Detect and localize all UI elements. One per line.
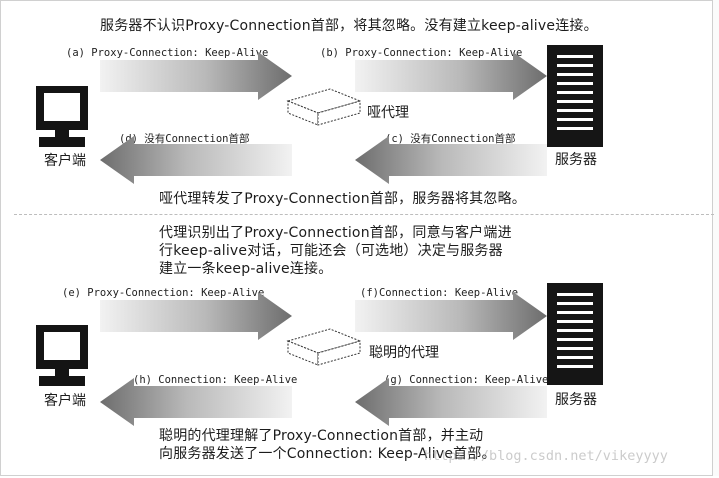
server-icon (547, 45, 603, 147)
label-d: (d) 没有Connection首部 (119, 133, 250, 145)
server-label-top: 服务器 (555, 152, 597, 168)
bottom-summary-line1: 聪明的代理理解了Proxy-Connection首部，并主动 (159, 428, 484, 444)
bottom-caption-line3: 建立一条keep-alive连接。 (159, 261, 333, 277)
label-a: (a) Proxy-Connection: Keep-Alive (66, 47, 269, 59)
label-c: (c) 没有Connection首部 (385, 133, 516, 145)
top-bottom-caption: 哑代理转发了Proxy-Connection首部，服务器将其忽略。 (159, 191, 526, 207)
server-label-bottom: 服务器 (555, 392, 597, 408)
arrow-h (100, 378, 292, 426)
smart-proxy-label: 聪明的代理 (369, 345, 439, 361)
bottom-caption-line1: 代理识别出了Proxy-Connection首部，同意与客户端进 (159, 225, 512, 241)
label-b: (b) Proxy-Connection: Keep-Alive (320, 47, 523, 59)
label-e: (e) Proxy-Connection: Keep-Alive (62, 287, 265, 299)
watermark: https://blog.csdn.net/vikeyyyy (424, 448, 668, 464)
dumb-proxy-box-icon (286, 88, 362, 126)
arrow-b (355, 52, 547, 100)
arrow-e (100, 292, 292, 340)
dumb-proxy-label: 哑代理 (367, 105, 409, 121)
client-label-bottom: 客户端 (44, 393, 86, 409)
arrow-d (100, 136, 292, 184)
top-caption: 服务器不认识Proxy-Connection首部，将其忽略。没有建立keep-a… (100, 18, 598, 34)
arrow-a (100, 52, 292, 100)
figure-edge (712, 0, 719, 476)
server-icon (547, 283, 603, 385)
section-divider (14, 214, 714, 215)
client-label-top: 客户端 (44, 153, 86, 169)
arrow-f (355, 292, 547, 340)
bottom-caption-line2: 行keep-alive对话，可能还会（可选地）决定与服务器 (159, 243, 503, 259)
arrow-c (355, 136, 547, 184)
computer-icon (36, 325, 88, 386)
label-f: (f)Connection: Keep-Alive (360, 287, 519, 299)
computer-icon (36, 86, 88, 147)
bottom-summary-line2: 向服务器发送了一个Connection: Keep-Alive首部。 (159, 446, 496, 462)
label-g: (g) Connection: Keep-Alive (384, 374, 549, 386)
label-h: (h) Connection: Keep-Alive (133, 374, 298, 386)
arrow-g (355, 378, 547, 426)
smart-proxy-box-icon (286, 328, 362, 366)
